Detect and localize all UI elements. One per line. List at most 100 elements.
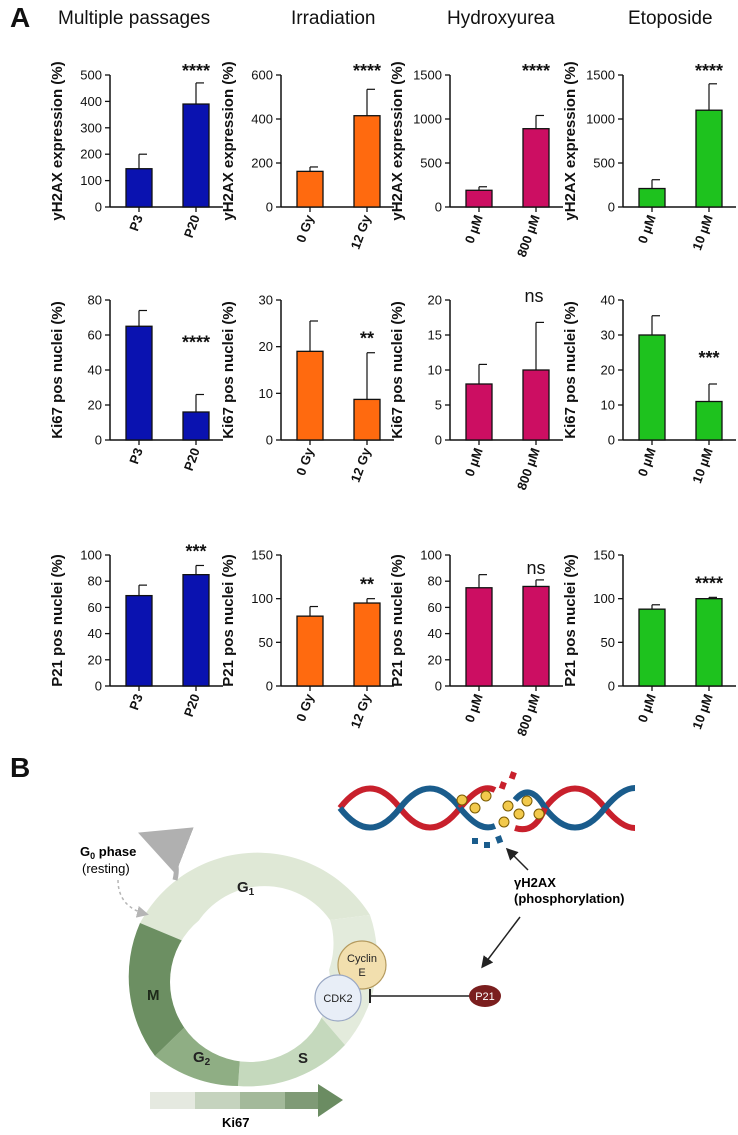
y-axis-label: P21 pos nuclei (%) xyxy=(49,554,66,687)
bar xyxy=(182,574,210,687)
x-category-label: 0 µM xyxy=(635,446,659,479)
p21-label: P21 xyxy=(475,991,495,1003)
y-axis-label: P21 pos nuclei (%) xyxy=(389,554,406,687)
significance-label: **** xyxy=(182,61,210,81)
column-title-passages: Multiple passages xyxy=(58,8,211,29)
bar xyxy=(353,602,381,687)
bar xyxy=(353,398,381,441)
x-category-label: P20 xyxy=(181,692,203,719)
phosphorylation-label: (phosphorylation) xyxy=(514,891,625,906)
y-tick-label: 100 xyxy=(80,548,102,563)
bar xyxy=(125,168,153,208)
y-tick-label: 40 xyxy=(428,626,442,641)
y-tick-label: 400 xyxy=(251,112,273,127)
bar xyxy=(695,598,723,687)
bar xyxy=(695,400,723,441)
x-category-label: 12 Gy xyxy=(348,445,374,484)
y-axis-label: Ki67 pos nuclei (%) xyxy=(562,301,579,439)
y-tick-label: 10 xyxy=(601,398,615,413)
y-tick-label: 1000 xyxy=(413,112,442,127)
dna-helix-icon xyxy=(337,771,636,848)
cdk2-circle xyxy=(314,974,362,1022)
x-category-label: 800 µM xyxy=(514,213,543,259)
panel-a-label: A xyxy=(10,2,31,33)
y-tick-label: 200 xyxy=(251,156,273,171)
y-tick-label: 500 xyxy=(593,156,615,171)
cell-cycle-diagram: γH2AX (phosphorylation) G1 S G2 M G0 pha… xyxy=(80,771,636,1130)
x-category-label: 0 Gy xyxy=(293,212,317,244)
y-tick-label: 20 xyxy=(88,652,102,667)
y-tick-label: 0 xyxy=(608,679,615,694)
y-tick-label: 80 xyxy=(88,574,102,589)
y-tick-label: 20 xyxy=(428,652,442,667)
bar xyxy=(638,334,666,441)
g2-label: G2 xyxy=(193,1049,211,1068)
y-axis-label: Ki67 pos nuclei (%) xyxy=(389,301,406,439)
y-tick-label: 100 xyxy=(593,591,615,606)
y-tick-label: 0 xyxy=(435,200,442,215)
bar xyxy=(296,615,324,687)
x-category-label: P3 xyxy=(126,446,146,466)
y-tick-label: 0 xyxy=(95,200,102,215)
y-tick-label: 400 xyxy=(80,94,102,109)
x-category-label: 800 µM xyxy=(514,692,543,738)
x-category-label: 12 Gy xyxy=(348,691,374,730)
bar xyxy=(125,325,153,441)
x-category-label: P3 xyxy=(126,692,146,712)
significance-label: ns xyxy=(526,558,545,578)
column-title-hydroxyurea: Hydroxyurea xyxy=(447,8,555,29)
y-axis-label: P21 pos nuclei (%) xyxy=(562,554,579,687)
bar xyxy=(522,128,550,208)
x-category-label: 10 µM xyxy=(689,213,716,252)
y-tick-label: 10 xyxy=(428,363,442,378)
x-category-label: P3 xyxy=(126,213,146,233)
significance-label: *** xyxy=(185,541,206,561)
bar xyxy=(182,103,210,208)
x-category-label: 12 Gy xyxy=(348,212,374,251)
significance-label: **** xyxy=(522,61,550,81)
y-tick-label: 150 xyxy=(593,548,615,563)
y-tick-label: 100 xyxy=(251,591,273,606)
gh2ax-label: γH2AX xyxy=(514,875,556,890)
significance-label: ** xyxy=(360,329,374,349)
s-phase-label: S xyxy=(298,1050,308,1067)
y-axis-label: P21 pos nuclei (%) xyxy=(220,554,237,687)
x-category-label: P20 xyxy=(181,446,203,473)
y-tick-label: 50 xyxy=(259,635,273,650)
y-tick-label: 30 xyxy=(601,328,615,343)
y-axis-label: Ki67 pos nuclei (%) xyxy=(220,301,237,439)
y-tick-label: 60 xyxy=(88,328,102,343)
y-tick-label: 0 xyxy=(435,679,442,694)
bar xyxy=(695,109,723,208)
y-tick-label: 500 xyxy=(420,156,442,171)
significance-label: **** xyxy=(353,61,381,81)
significance-label: **** xyxy=(695,573,723,593)
y-axis-label: yH2AX expression (%) xyxy=(49,61,66,220)
y-tick-label: 500 xyxy=(80,68,102,83)
cyclin-e-circle xyxy=(337,940,387,990)
cyclin-e-letter: E xyxy=(358,967,365,979)
y-axis-label: Ki67 pos nuclei (%) xyxy=(49,301,66,439)
cdk2-label: CDK2 xyxy=(323,993,352,1005)
y-tick-label: 100 xyxy=(420,548,442,563)
m-phase-label: M xyxy=(147,987,160,1004)
y-tick-label: 150 xyxy=(251,548,273,563)
panel-b-label: B xyxy=(10,752,31,783)
x-category-label: 0 µM xyxy=(462,692,486,725)
y-tick-label: 0 xyxy=(608,433,615,448)
bar xyxy=(296,170,324,208)
y-tick-label: 15 xyxy=(428,328,442,343)
y-tick-label: 40 xyxy=(601,293,615,308)
g0-phase-label: G0 phase xyxy=(80,844,136,861)
y-tick-label: 40 xyxy=(88,363,102,378)
ki67-gradient-arrow xyxy=(150,1084,343,1117)
y-tick-label: 80 xyxy=(88,293,102,308)
y-tick-label: 0 xyxy=(266,679,273,694)
x-category-label: 800 µM xyxy=(514,446,543,492)
x-category-label: 0 µM xyxy=(635,692,659,725)
g1-label: G1 xyxy=(237,879,255,898)
bar xyxy=(465,587,493,687)
y-tick-label: 20 xyxy=(601,363,615,378)
bar xyxy=(125,594,153,687)
